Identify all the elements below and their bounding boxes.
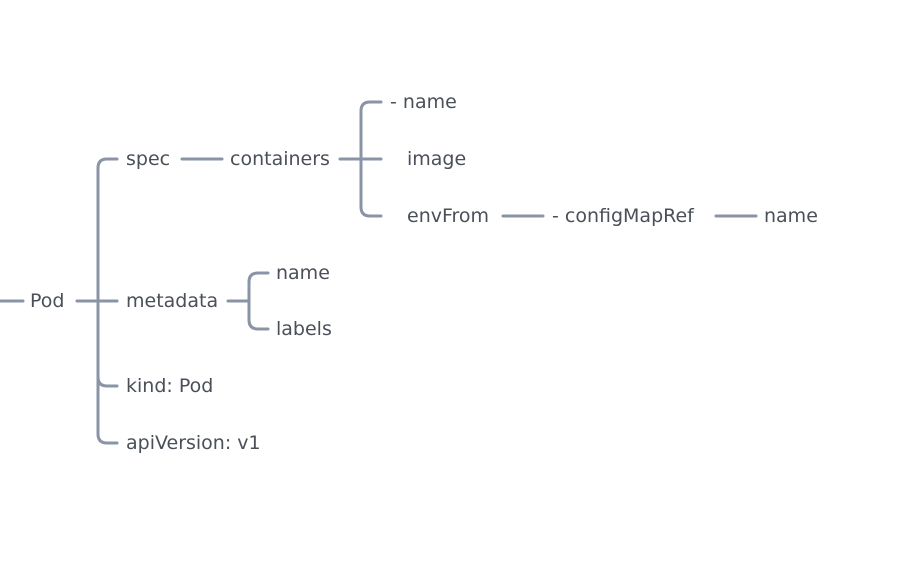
node-container-name[interactable]: - name	[390, 91, 457, 113]
metadata-bracket	[247, 271, 270, 331]
containers-bracket	[359, 100, 383, 218]
node-kind[interactable]: kind: Pod	[126, 375, 214, 397]
node-configmapref[interactable]: - configMapRef	[552, 205, 694, 227]
node-metadata-name[interactable]: name	[276, 262, 330, 284]
node-pod[interactable]: Pod	[30, 290, 65, 312]
node-configmapref-name[interactable]: name	[764, 205, 818, 227]
node-metadata[interactable]: metadata	[126, 290, 219, 312]
node-metadata-labels[interactable]: labels	[276, 318, 332, 340]
node-container-image[interactable]: image	[407, 148, 467, 170]
node-envfrom[interactable]: envFrom	[407, 205, 490, 227]
node-apiversion[interactable]: apiVersion: v1	[126, 432, 261, 454]
node-spec[interactable]: spec	[126, 148, 171, 170]
node-containers[interactable]: containers	[230, 148, 330, 170]
pod-to-kind-line	[96, 375, 119, 388]
